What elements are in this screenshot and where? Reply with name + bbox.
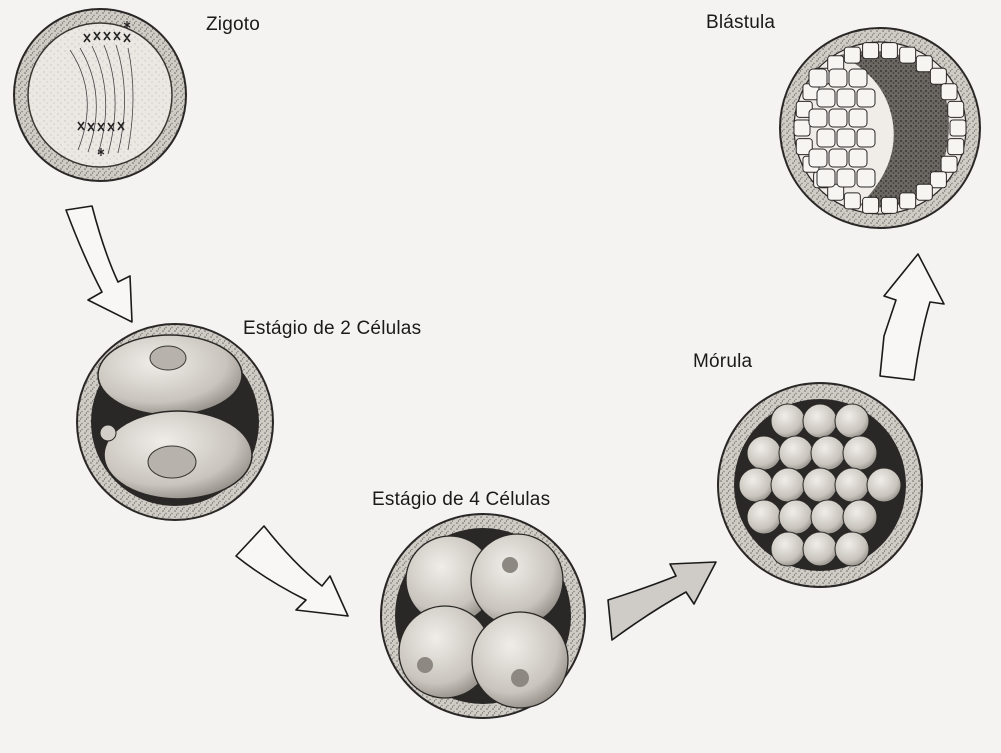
polar-body: [100, 425, 116, 441]
morula-blastomere: [803, 532, 837, 566]
blastomere-4: [472, 612, 568, 708]
four-cell-embryo: [381, 514, 585, 718]
morula-embryo: [718, 383, 922, 587]
blastula-inner-cell: [857, 89, 875, 107]
morula-blastomere: [803, 404, 837, 438]
morula-blastomere: [811, 436, 845, 470]
blastula-outer-cell: [794, 120, 810, 136]
morula-blastomere: [747, 500, 781, 534]
blastula-outer-cell: [900, 193, 916, 209]
zygote-cell: [14, 9, 186, 181]
label-morula: Mórula: [693, 351, 752, 373]
morula-blastomere: [771, 404, 805, 438]
blastula-inner-cell: [849, 69, 867, 87]
blastula-inner-cell: [849, 149, 867, 167]
arrow-zygote-to-two-cell: [66, 206, 132, 322]
morula-blastomere: [739, 468, 773, 502]
blastula-outer-cell: [948, 101, 964, 117]
blastula-inner-cell: [837, 129, 855, 147]
blastula-outer-cell: [941, 84, 957, 100]
blastula-outer-cell: [844, 193, 860, 209]
two-cell-embryo: [77, 324, 273, 520]
blastula-outer-cell: [916, 184, 932, 200]
blastula-outer-cell: [881, 43, 897, 59]
blastula-inner-cell: [849, 109, 867, 127]
blastula-inner-cell: [829, 109, 847, 127]
nucleus-top: [150, 346, 186, 370]
arrow-two-cell-to-four-cell: [236, 526, 348, 616]
morula-blastomere: [771, 532, 805, 566]
blastula-outer-cell: [844, 47, 860, 63]
blastula-inner-cell: [857, 129, 875, 147]
blastula-inner-cell: [817, 129, 835, 147]
arrow-four-cell-to-morula: [608, 562, 716, 640]
blastula-inner-cell: [809, 109, 827, 127]
blastula-outer-cell: [950, 120, 966, 136]
label-two-cell-stage: Estágio de 2 Células: [243, 318, 421, 340]
blastula-outer-cell: [930, 172, 946, 188]
blastula-outer-cell: [916, 56, 932, 72]
blastula-inner-cell: [829, 149, 847, 167]
morula-blastomere: [811, 500, 845, 534]
morula-blastomere: [867, 468, 901, 502]
morula-blastomere: [771, 468, 805, 502]
nucleus-bottom: [148, 446, 196, 478]
morula-blastomere: [835, 404, 869, 438]
morula-blastomere: [803, 468, 837, 502]
morula-blastomere: [843, 500, 877, 534]
label-four-cell-stage: Estágio de 4 Células: [372, 489, 550, 511]
blastula-outer-cell: [863, 43, 879, 59]
blastula-outer-cell: [863, 197, 879, 213]
label-blastula: Blástula: [706, 12, 775, 34]
blastula-inner-cell: [837, 89, 855, 107]
morula-blastomere: [835, 532, 869, 566]
morula-blastomere: [747, 436, 781, 470]
blastula-outer-cell: [881, 197, 897, 213]
morula-blastomere: [835, 468, 869, 502]
blastula-inner-cell: [829, 69, 847, 87]
blastula-inner-cell: [817, 89, 835, 107]
blastula-outer-cell: [948, 139, 964, 155]
morula-blastomere: [779, 436, 813, 470]
blastula-outer-cell: [930, 68, 946, 84]
blastula-inner-cell: [809, 69, 827, 87]
morula-blastomere: [843, 436, 877, 470]
blastula-inner-cell: [857, 169, 875, 187]
blastula-inner-cell: [809, 149, 827, 167]
blastula-outer-cell: [941, 156, 957, 172]
arrow-morula-to-blastula: [880, 254, 944, 380]
blastula-outer-cell: [900, 47, 916, 63]
blastula-inner-cell: [817, 169, 835, 187]
label-zigoto: Zigoto: [206, 14, 260, 36]
blastula-inner-cell: [837, 169, 855, 187]
blastula-embryo: [780, 28, 980, 228]
morula-blastomere: [779, 500, 813, 534]
